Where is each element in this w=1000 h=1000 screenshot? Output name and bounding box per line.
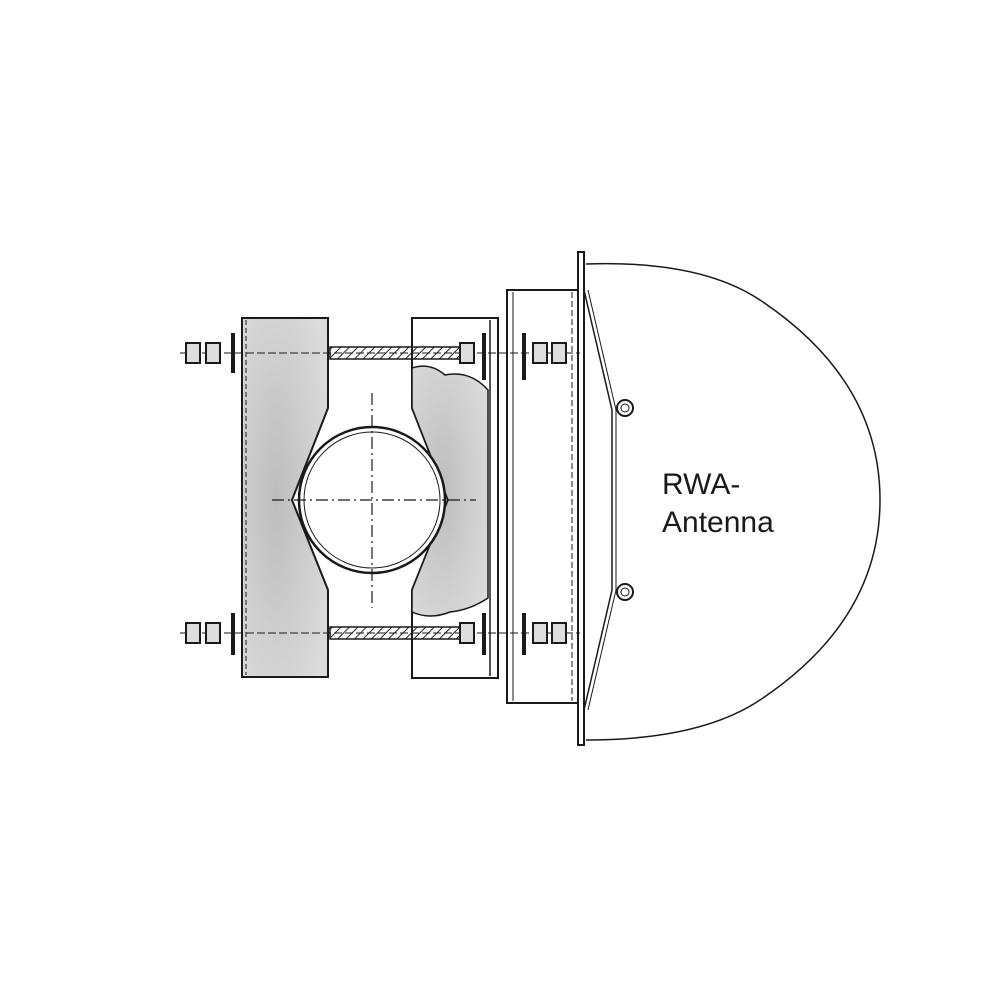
antenna-label-line2: Antenna — [662, 506, 774, 539]
right-clamp-breakout — [411, 365, 489, 617]
bottom-bolt — [180, 613, 580, 655]
radome — [585, 262, 881, 741]
antenna-flange — [577, 251, 585, 746]
screw-top-icon — [616, 399, 634, 417]
top-bolt — [180, 333, 580, 380]
antenna-label-line1: RWA- — [662, 468, 741, 501]
screw-bottom-icon — [616, 583, 634, 601]
left-clamp — [241, 317, 329, 678]
